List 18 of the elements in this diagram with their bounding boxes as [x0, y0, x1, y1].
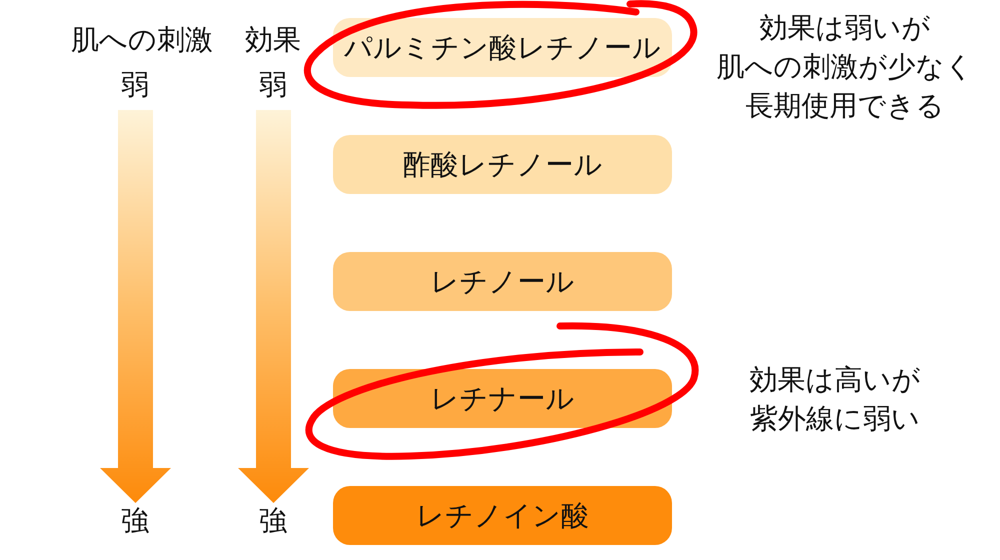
- compound-name: レチノイン酸: [416, 498, 589, 532]
- note-text: 効果は弱いが肌への刺激が少なく長期使用できる: [716, 10, 974, 124]
- axis-heading: 効果: [245, 23, 301, 57]
- compound-name: レチナール: [430, 382, 574, 416]
- compound-name: パルミチン酸レチノール: [344, 30, 661, 64]
- compound-box: [333, 486, 672, 545]
- compound-box: [333, 135, 672, 194]
- note-text: 効果は高いが紫外線に弱い: [748, 362, 922, 437]
- axis-heading: 肌への刺激: [71, 23, 213, 57]
- compound-box: [333, 369, 672, 428]
- compound-box: [333, 252, 672, 311]
- compound-name: レチノール: [430, 264, 574, 298]
- scale-label: 弱: [259, 68, 287, 102]
- scale-label: 強: [259, 504, 287, 538]
- compound-box: [333, 18, 672, 77]
- compound-name: 酢酸レチノール: [402, 148, 602, 182]
- scale-label: 弱: [121, 68, 149, 102]
- scale-label: 強: [121, 504, 149, 538]
